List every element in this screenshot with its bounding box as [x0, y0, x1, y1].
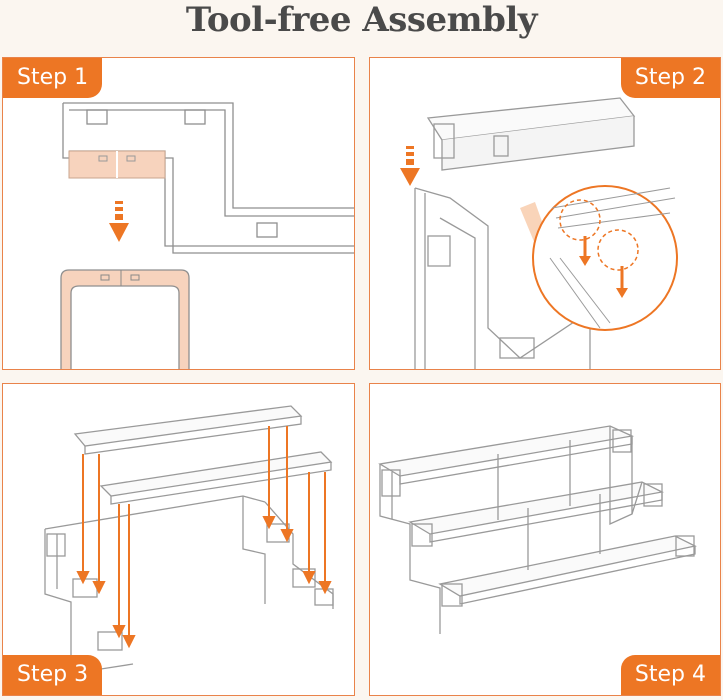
step-3-panel: Step 3	[2, 383, 355, 696]
down-arrow-icon	[76, 426, 332, 649]
step-4-panel: Step 4	[369, 383, 721, 696]
step-1-illustration	[60, 102, 354, 369]
step-1-panel: Step 1	[2, 57, 355, 370]
step-1-badge: Step 1	[3, 58, 103, 98]
step-3-badge: Step 3	[3, 655, 103, 695]
down-arrow-icon	[109, 201, 129, 242]
step-2-badge: Step 2	[620, 58, 720, 98]
step-4-illustration	[378, 425, 697, 634]
step-3-illustration	[44, 405, 334, 670]
page-title: Tool-free Assembly	[185, 0, 538, 40]
step-4-badge: Step 4	[620, 655, 720, 695]
magnified-detail	[532, 185, 678, 331]
step-2-illustration	[400, 97, 678, 369]
down-arrow-icon	[400, 146, 420, 186]
step-2-panel: Step 2	[369, 57, 721, 370]
